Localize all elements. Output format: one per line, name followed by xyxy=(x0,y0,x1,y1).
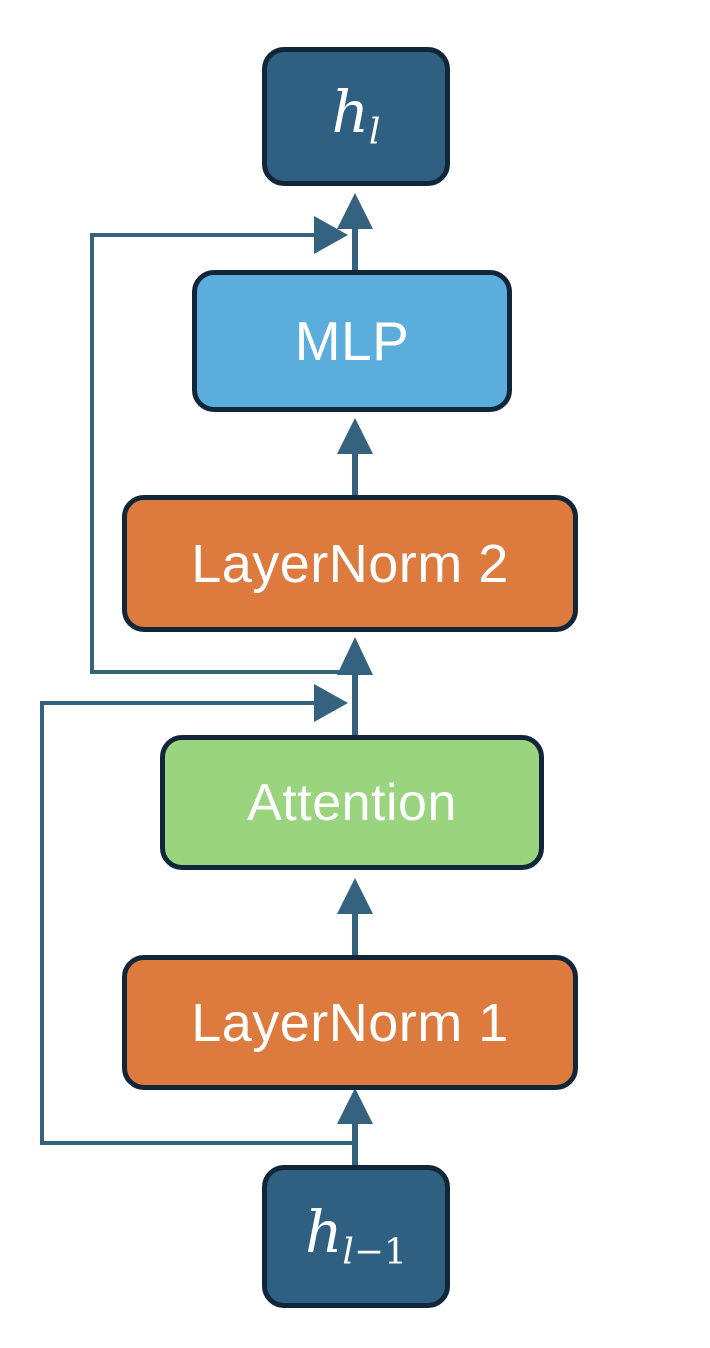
node-mlp[interactable]: MLP xyxy=(192,270,512,412)
node-layernorm-2-label: LayerNorm 2 xyxy=(191,533,509,594)
residual-edge-attention-to-mlp-output xyxy=(90,216,355,674)
edge-attention-to-layernorm-2 xyxy=(337,637,373,735)
node-layernorm-2[interactable]: LayerNorm 2 xyxy=(122,495,578,632)
node-h-l[interactable]: hl xyxy=(262,47,450,186)
edge-h-prev-to-layernorm-1 xyxy=(337,1088,373,1165)
node-layernorm-1[interactable]: LayerNorm 1 xyxy=(122,955,578,1090)
node-h-l-label: hl xyxy=(331,77,381,153)
node-h-l-minus-1[interactable]: hl−1 xyxy=(262,1165,450,1308)
edge-mlp-to-h-l xyxy=(337,193,373,270)
edge-layernorm-2-to-mlp xyxy=(337,418,373,495)
node-attention-label: Attention xyxy=(247,773,457,832)
node-attention[interactable]: Attention xyxy=(160,735,544,870)
node-mlp-label: MLP xyxy=(294,309,410,372)
edge-layernorm-1-to-attention xyxy=(337,878,373,955)
node-layernorm-1-label: LayerNorm 1 xyxy=(191,992,509,1053)
node-h-l-minus-1-label: hl−1 xyxy=(305,1197,407,1273)
residual-edge-input-to-attention-output xyxy=(40,684,355,1145)
